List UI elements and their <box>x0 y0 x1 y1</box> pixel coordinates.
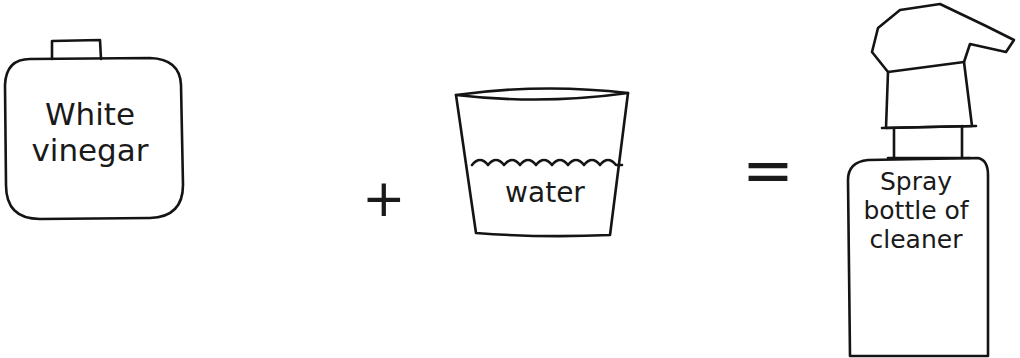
equals-sign: = <box>742 140 794 202</box>
node-text: White vinegar <box>25 97 155 168</box>
outline-stroke <box>52 40 101 59</box>
shape-outline <box>450 85 635 240</box>
node-text: water <box>480 177 610 209</box>
outline-stroke <box>456 88 628 99</box>
vinegar-bottle: White vinegar <box>0 35 190 220</box>
outline-stroke <box>888 62 964 72</box>
outline-stroke <box>894 126 962 158</box>
node-text: Spray bottle of cleaner <box>860 168 972 254</box>
outline-stroke <box>848 158 988 356</box>
spray-bottle: Spray bottle of cleaner <box>838 0 1018 358</box>
outline-stroke <box>5 58 183 219</box>
outline-stroke <box>872 4 1014 128</box>
outline-stroke <box>472 160 622 165</box>
water-glass: water <box>450 85 635 240</box>
outline-stroke <box>456 93 628 236</box>
plus-sign: + <box>362 172 406 224</box>
